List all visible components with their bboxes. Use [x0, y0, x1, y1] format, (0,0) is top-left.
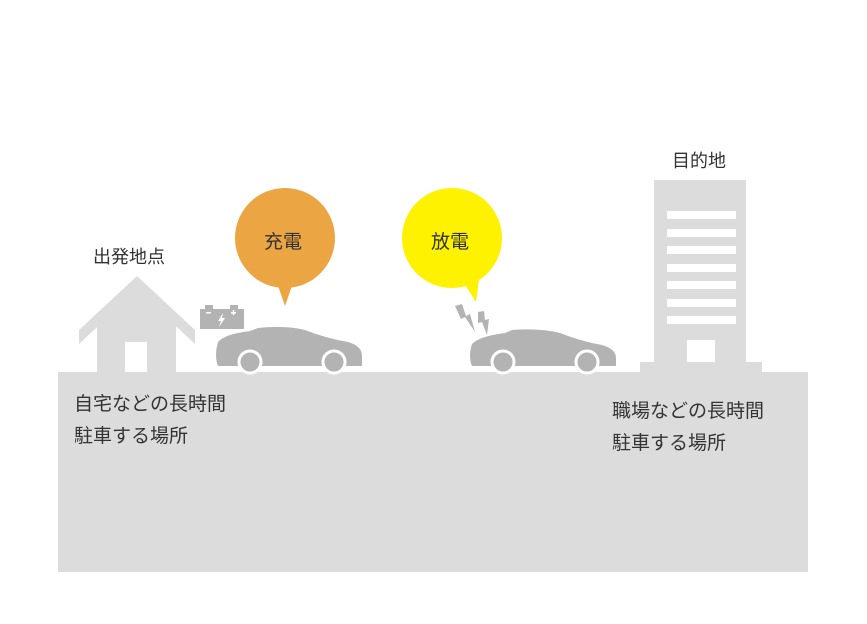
- house-icon: [79, 276, 195, 372]
- car-icon: [216, 326, 362, 375]
- origin-label: 出発地点: [93, 247, 165, 268]
- ground: [58, 372, 808, 572]
- destination-description: 職場などの長時間 駐車する場所: [612, 395, 764, 459]
- destination-desc-line: 職場などの長時間: [612, 400, 765, 422]
- destination-desc-line: 駐車する場所: [612, 432, 727, 454]
- origin-description: 自宅などの長時間 駐車する場所: [74, 388, 226, 452]
- destination-label: 目的地: [672, 151, 726, 172]
- charge-bubble: [235, 188, 335, 306]
- building-icon: [640, 180, 762, 372]
- origin-desc-line: 駐車する場所: [74, 425, 189, 447]
- charge-label: 充電: [264, 231, 303, 253]
- car-icon: [470, 329, 616, 375]
- discharge-label: 放電: [431, 231, 470, 253]
- discharge-bubble: [402, 188, 502, 302]
- battery-icon: [200, 305, 244, 329]
- origin-desc-line: 自宅などの長時間: [74, 393, 227, 415]
- lightning-icon: [455, 304, 489, 335]
